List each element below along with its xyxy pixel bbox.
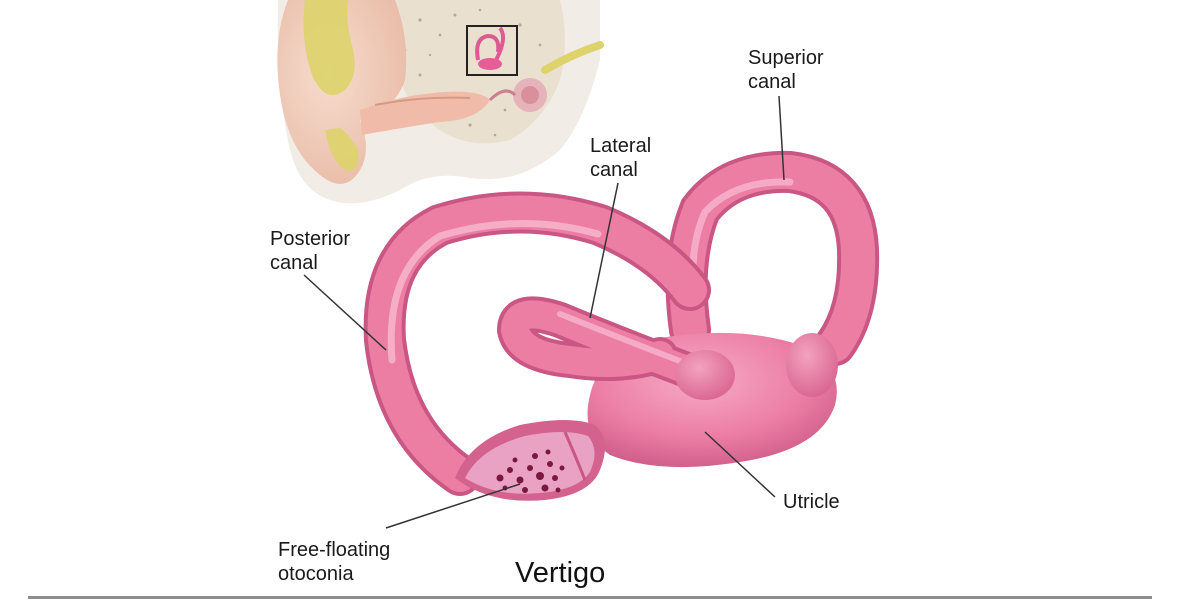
ear-anatomy-icon — [277, 0, 604, 204]
bottom-divider — [28, 596, 1152, 599]
label-posterior-canal: Posterior canal — [270, 228, 351, 274]
label-lateral-canal: Lateral canal — [590, 135, 652, 181]
otoconia-particles — [496, 449, 565, 493]
label-utricle: Utricle — [783, 491, 840, 513]
label-free-floating-otoconia: Free-floating otoconia — [278, 539, 391, 585]
zoom-box-icon — [466, 25, 518, 76]
leader-lines — [303, 95, 785, 529]
label-superior-canal: Superior canal — [748, 47, 824, 93]
diagram-title: Vertigo — [515, 557, 606, 589]
inner-ear — [363, 150, 880, 501]
